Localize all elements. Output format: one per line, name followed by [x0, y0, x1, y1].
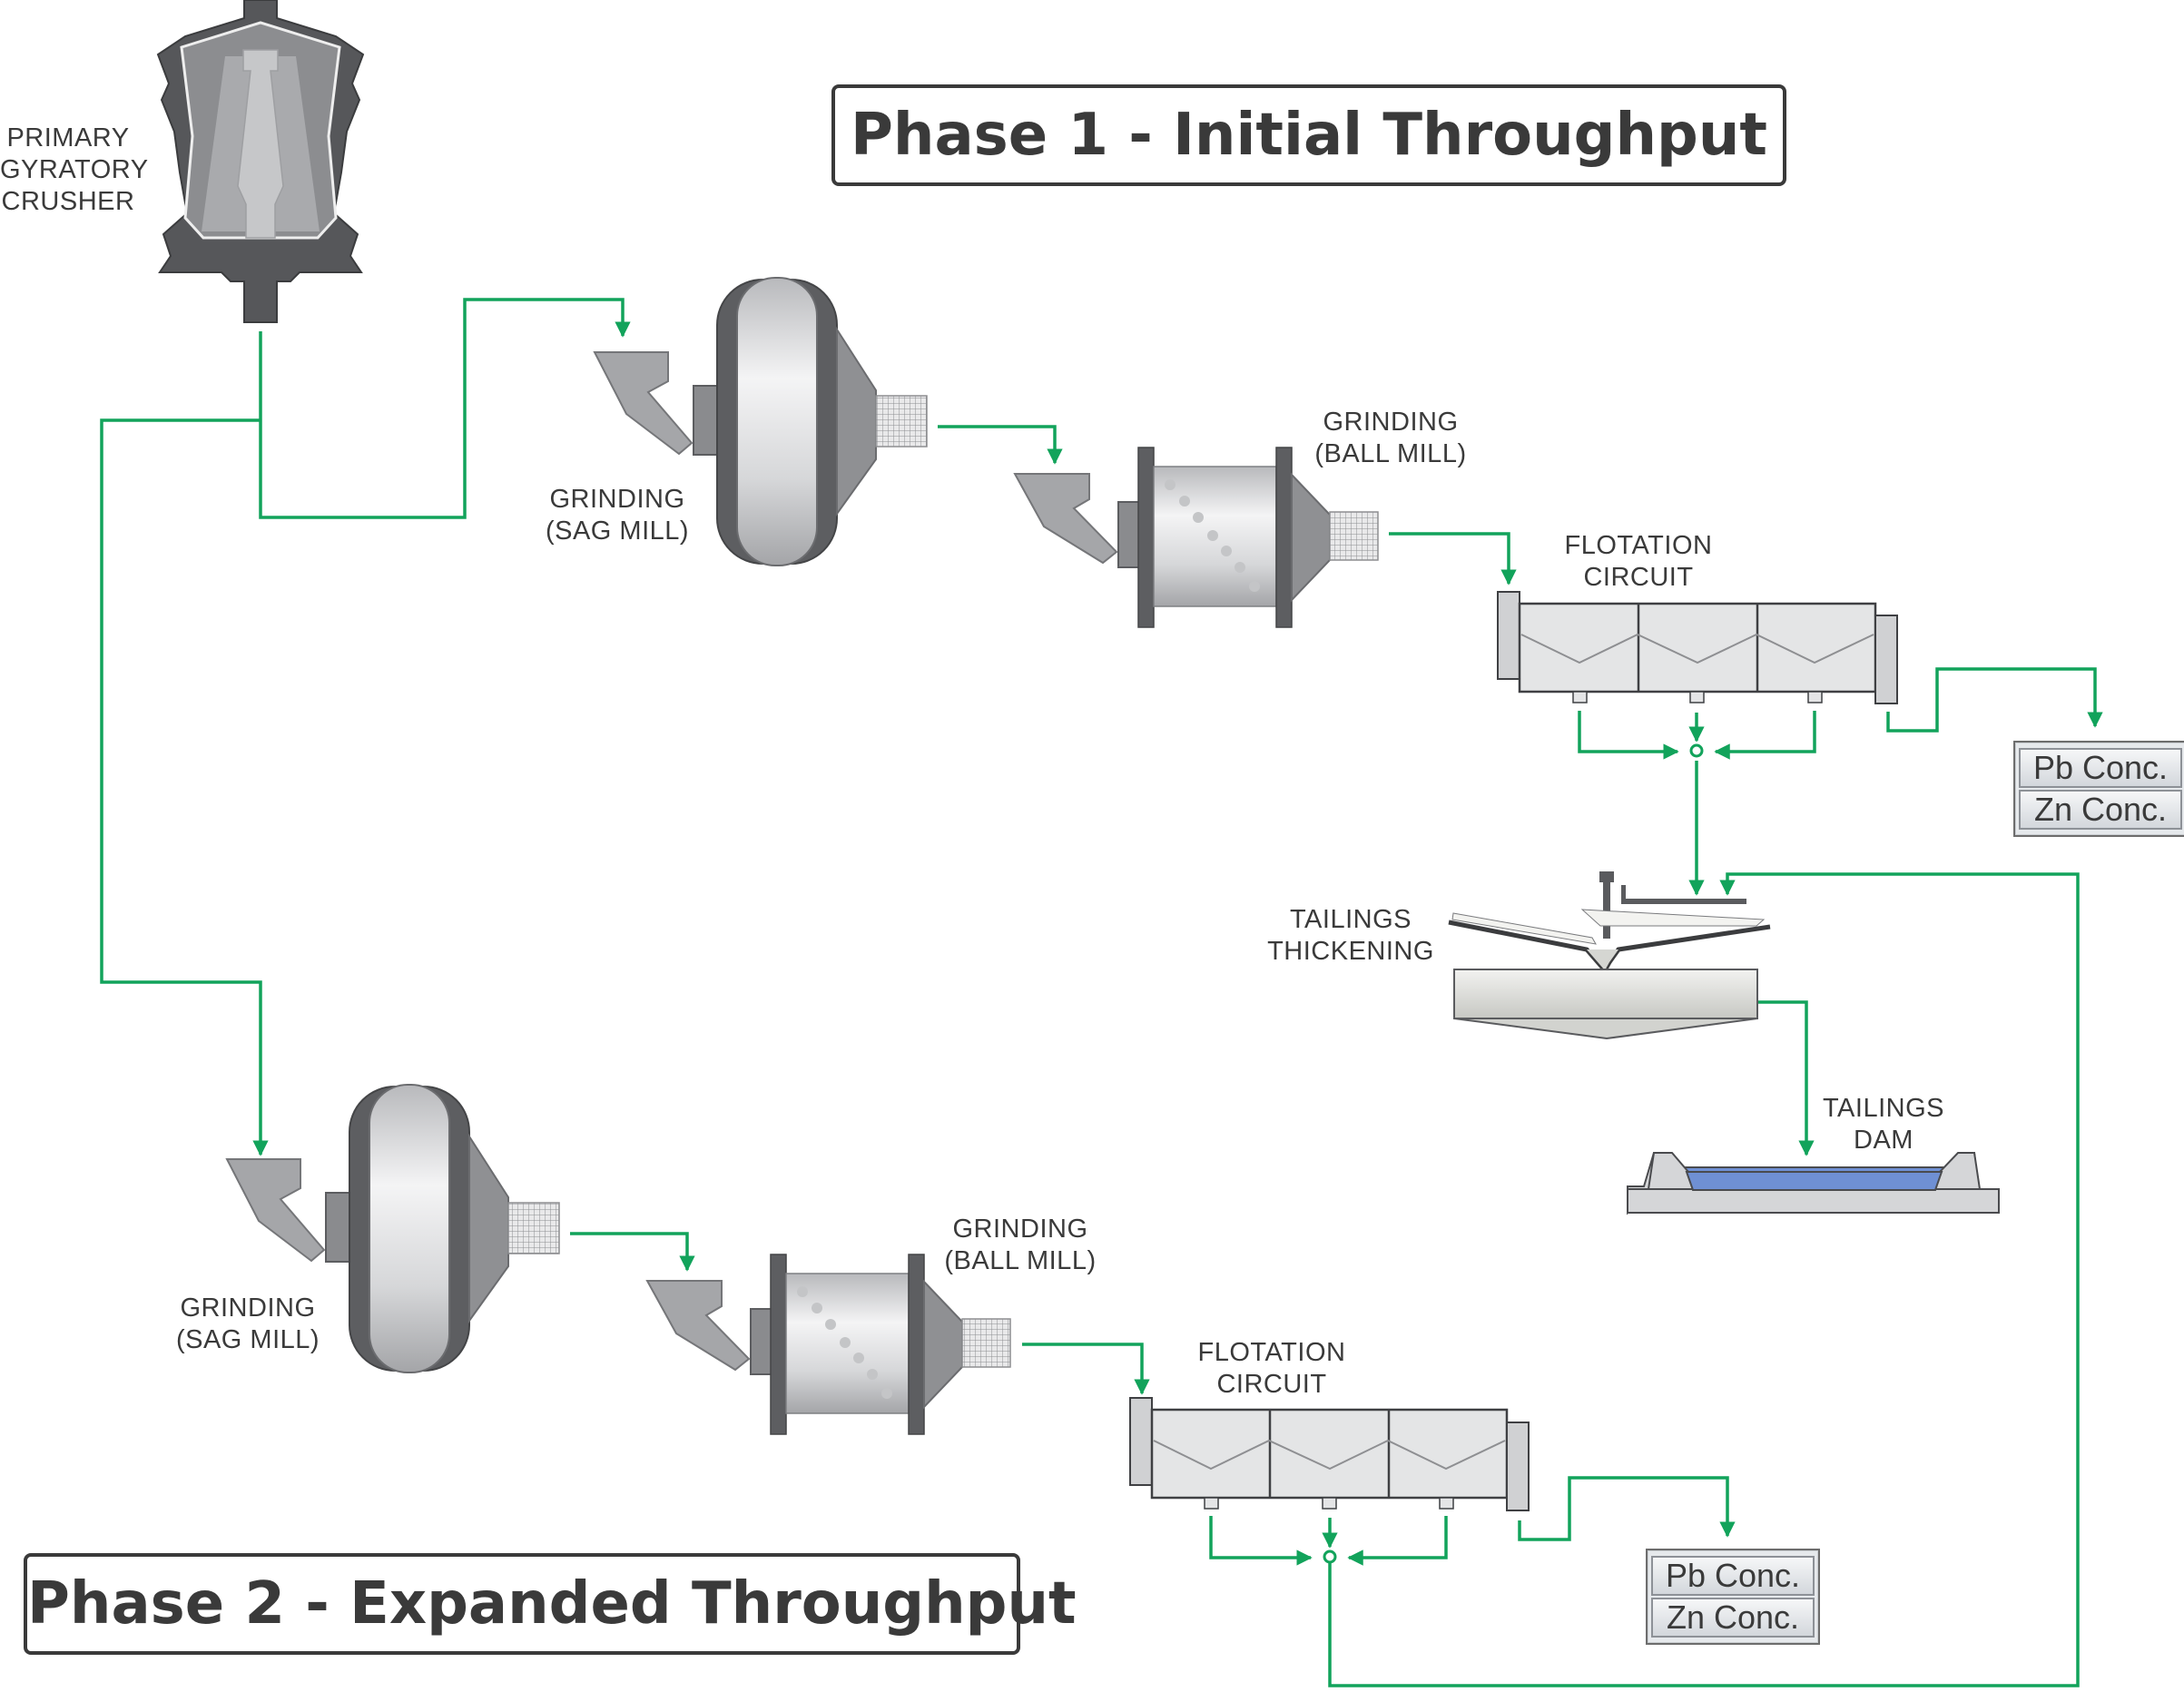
- concentrate-box-2: Pb Conc. Zn Conc.: [1646, 1549, 1820, 1645]
- sag-mill-2-label: GRINDING(SAG MILL): [175, 1294, 320, 1354]
- flow-sag2-to-ball2: [570, 1232, 695, 1272]
- tailings-dam: [1627, 1152, 2000, 1215]
- ball-mill-1: [1013, 447, 1379, 628]
- zn-concentrate-2: Zn Conc.: [1651, 1598, 1815, 1638]
- sag-mill-1-label: GRINDING(SAG MILL): [545, 485, 690, 546]
- flow-sag1-to-ball1: [938, 425, 1063, 465]
- flotation-circuit-1: [1497, 591, 1898, 704]
- flotation-circuit-2: [1129, 1397, 1530, 1511]
- flow-flotation2-to-conc2: [1518, 1476, 1736, 1541]
- ball-mill-1-label: GRINDING(BALL MILL): [1314, 408, 1467, 468]
- flow-ball1-to-flotation1: [1389, 532, 1517, 585]
- flow-cell3-collect: [1714, 711, 1816, 760]
- flow-flotation1-to-conc1: [1886, 667, 2103, 733]
- ball-mill-2-label: GRINDING(BALL MILL): [944, 1215, 1097, 1275]
- gyratory-crusher: [156, 0, 365, 323]
- flow-crusher-to-sag2: [100, 418, 269, 1156]
- flow-cell1-collect: [1578, 711, 1679, 760]
- collector-node-2: [1323, 1549, 1337, 1564]
- phase-1-title: Phase 1 - Initial Throughput: [831, 84, 1786, 186]
- phase-2-title: Phase 2 - Expanded Throughput: [24, 1553, 1077, 1655]
- pb-concentrate-1: Pb Conc.: [2019, 748, 2182, 788]
- collector-node-1: [1689, 743, 1704, 758]
- ball-mill-2: [645, 1254, 1011, 1435]
- zn-concentrate-1: Zn Conc.: [2019, 790, 2182, 830]
- flow-flotation2-tails-to-thickener: [1328, 872, 2080, 1687]
- pb-concentrate-2: Pb Conc.: [1651, 1556, 1815, 1596]
- flow-thickener-to-dam: [1757, 1000, 1815, 1156]
- flow-cell4-collect: [1209, 1516, 1313, 1566]
- sag-mill-1: [593, 277, 928, 566]
- concentrate-box-1: Pb Conc. Zn Conc.: [2013, 741, 2184, 837]
- tailings-thickener: [1448, 871, 1771, 1040]
- flow-lines: [100, 298, 2103, 1687]
- sag-mill-2: [225, 1084, 560, 1373]
- flow-ball2-to-flotation2: [1022, 1343, 1150, 1395]
- flow-cell6-collect: [1347, 1516, 1448, 1566]
- flow-crusher-to-sag1: [259, 298, 631, 519]
